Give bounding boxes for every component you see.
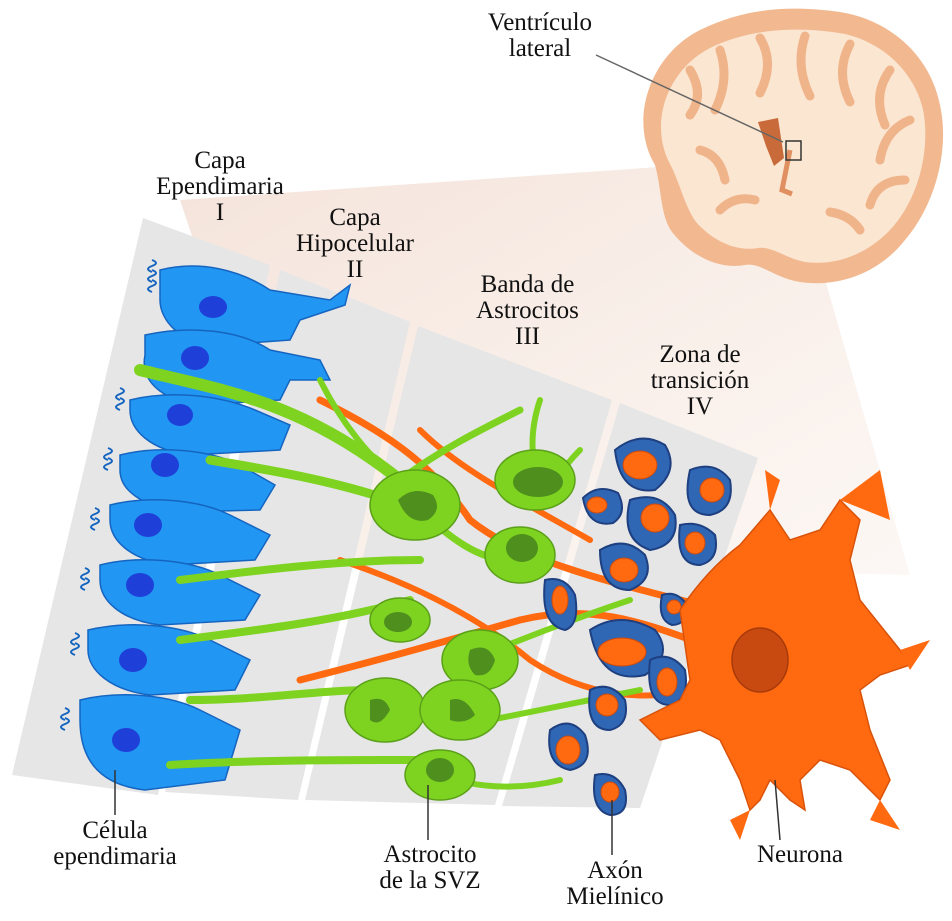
label-myelinated-axon: Axón Mielínico <box>545 858 685 910</box>
neuron-nucleus <box>732 628 788 692</box>
label-ependymal-cell: Célula ependimaria <box>20 818 210 870</box>
label-svz-astrocyte: Astrocito de la SVZ <box>355 842 505 894</box>
label-layer-1: Capa Ependimaria I <box>140 148 300 226</box>
label-layer-3: Banda de Astrocitos III <box>455 272 600 350</box>
label-layer-2: Capa Hipocelular II <box>280 205 430 283</box>
label-neuron: Neurona <box>730 842 870 868</box>
label-ventricle: Ventrículo lateral <box>470 10 610 62</box>
label-layer-4: Zona de transición IV <box>630 342 770 420</box>
